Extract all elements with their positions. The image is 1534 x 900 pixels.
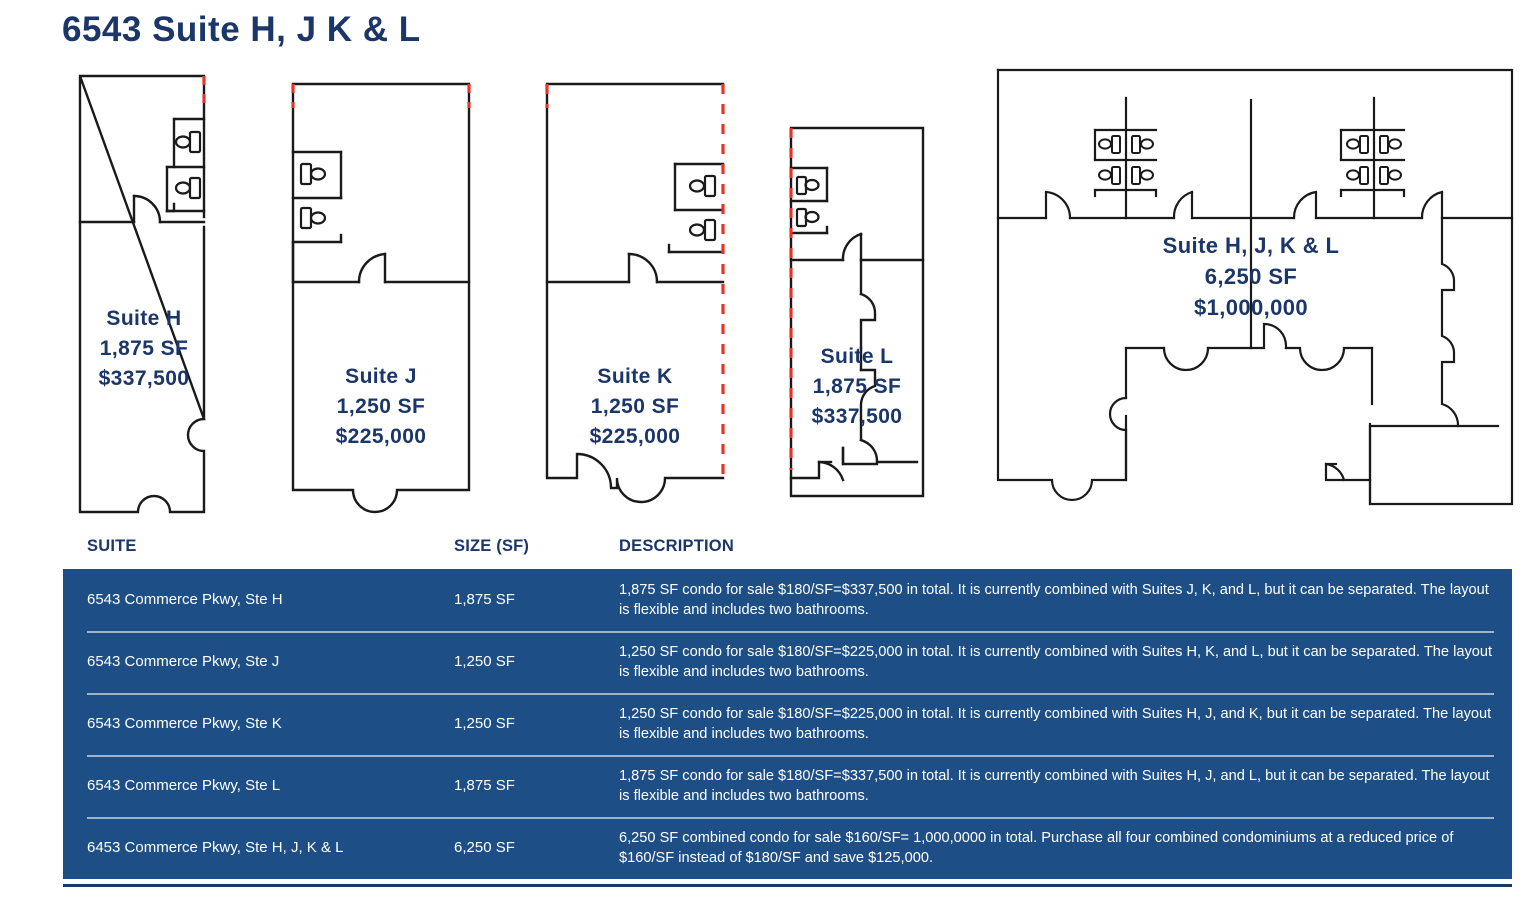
suite-h-plan-svg <box>78 74 206 514</box>
page-title: 6543 Suite H, J K & L <box>62 10 421 49</box>
suite-table: SUITE SIZE (SF) DESCRIPTION 6543 Commerc… <box>63 537 1512 879</box>
table-header-size: SIZE (SF) <box>454 537 530 555</box>
floor-plan-suite-k: Suite K 1,250 SF $225,000 <box>545 82 725 514</box>
row-size: 1,250 SF <box>454 652 515 670</box>
row-suite: 6543 Commerce Pkwy, Ste J <box>87 652 280 670</box>
floor-plan-suite-l: Suite L 1,875 SF $337,500 <box>783 70 931 502</box>
floor-plan-suite-hjkl: Suite H, J, K & L 6,250 SF $1,000,000 <box>996 68 1514 508</box>
table-row[interactable]: 6543 Commerce Pkwy, Ste J 1,250 SF 1,250… <box>63 631 1512 693</box>
table-bottom-rule <box>63 884 1512 887</box>
suite-hjkl-plan-svg <box>996 68 1514 506</box>
row-suite: 6453 Commerce Pkwy, Ste H, J, K & L <box>87 838 344 856</box>
suite-k-plan-svg <box>545 82 725 504</box>
table-row[interactable]: 6543 Commerce Pkwy, Ste H 1,875 SF 1,875… <box>63 569 1512 631</box>
row-suite: 6543 Commerce Pkwy, Ste H <box>87 590 283 608</box>
row-size: 1,875 SF <box>454 776 515 794</box>
table-row[interactable]: 6543 Commerce Pkwy, Ste L 1,875 SF 1,875… <box>63 755 1512 817</box>
suite-j-plan-svg <box>291 82 471 514</box>
table-row[interactable]: 6543 Commerce Pkwy, Ste K 1,250 SF 1,250… <box>63 693 1512 755</box>
suite-l-plan-svg <box>789 126 925 498</box>
row-size: 6,250 SF <box>454 838 515 856</box>
floor-plan-group: Suite H 1,875 SF $337,500 <box>0 60 1534 515</box>
table-body: 6543 Commerce Pkwy, Ste H 1,875 SF 1,875… <box>63 569 1512 879</box>
table-header-description: DESCRIPTION <box>619 537 734 555</box>
row-size: 1,250 SF <box>454 714 515 732</box>
table-row[interactable]: 6453 Commerce Pkwy, Ste H, J, K & L 6,25… <box>63 817 1512 879</box>
row-description: 1,250 SF condo for sale $180/SF=$225,000… <box>619 705 1492 742</box>
row-description: 1,250 SF condo for sale $180/SF=$225,000… <box>619 643 1493 680</box>
row-description: 1,875 SF condo for sale $180/SF=$337,500… <box>619 767 1490 804</box>
table-header-suite: SUITE <box>87 537 137 555</box>
floor-plan-suite-h: Suite H 1,875 SF $337,500 <box>78 74 210 514</box>
row-description: 1,875 SF condo for sale $180/SF=$337,500… <box>619 581 1489 618</box>
row-suite: 6543 Commerce Pkwy, Ste K <box>87 714 282 732</box>
row-description: 6,250 SF combined condo for sale $160/SF… <box>619 829 1454 866</box>
row-size: 1,875 SF <box>454 590 515 608</box>
table-header-row: SUITE SIZE (SF) DESCRIPTION <box>63 537 1512 569</box>
floor-plan-suite-j: Suite J 1,250 SF $225,000 <box>291 82 471 514</box>
row-suite: 6543 Commerce Pkwy, Ste L <box>87 776 281 794</box>
